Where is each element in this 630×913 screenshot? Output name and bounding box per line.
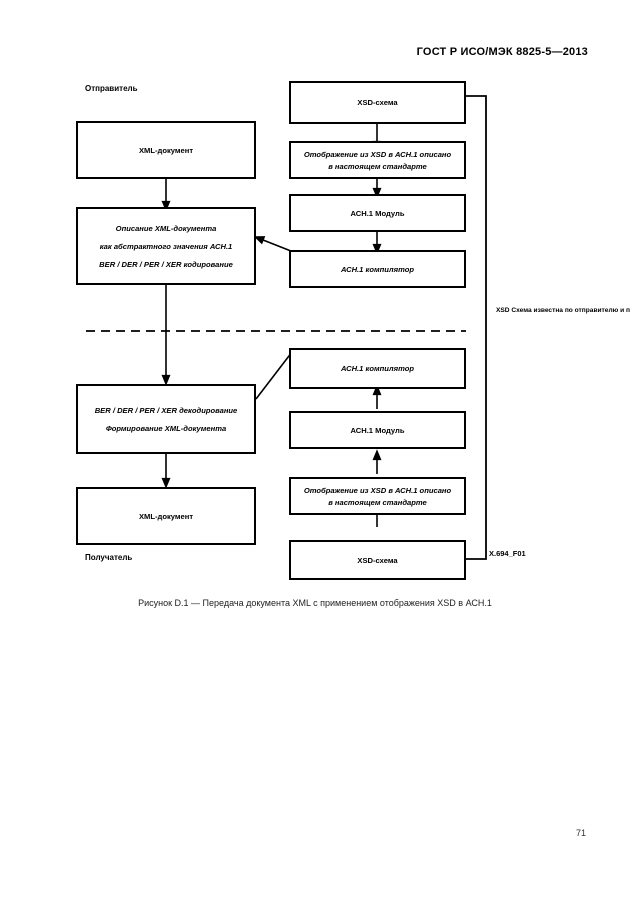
node-xml-document-receiver: XML-документ	[76, 487, 256, 545]
node-asn1-compiler-bottom: АСН.1 компилятор	[289, 348, 466, 389]
node-decode-line1: BER / DER / PER / XER декодирование	[94, 405, 238, 415]
figure-d1: Отправитель Получатель XSD Схема известн…	[76, 81, 630, 580]
node-xsd-schema-top-line1: XSD-схема	[357, 98, 398, 107]
node-asn1-compiler-top-line1: АСН.1 компилятор	[340, 264, 415, 274]
figure-caption: Рисунок D.1 — Передача документа XML с п…	[138, 598, 492, 608]
node-mapping-bottom: Отображение из XSD в АСН.1 описано в нас…	[289, 477, 466, 515]
node-decode: BER / DER / PER / XER декодирование Форм…	[76, 384, 256, 454]
node-xsd-schema-bottom-line1: XSD-схема	[357, 555, 398, 565]
figure-id-label: X.694_F01	[489, 549, 526, 558]
receiver-label: Получатель	[85, 553, 133, 562]
node-xsd-schema-top: XSD-схема	[289, 81, 466, 124]
node-xsd-schema-bottom: XSD-схема	[289, 540, 466, 580]
node-xml-document-sender: XML-документ	[76, 121, 256, 179]
node-mapping-top-line1: Отображение из XSD в АСН.1 описано	[303, 149, 452, 159]
node-asn1-module-top: АСН.1 Модуль	[289, 194, 466, 232]
schema-known-note: XSD Схема известна по отправителю и полу…	[496, 306, 630, 316]
schema-link-bracket	[466, 95, 487, 560]
standard-header: ГОСТ Р ИСО/МЭК 8825-5—2013	[416, 46, 588, 58]
node-mapping-top: Отображение из XSD в АСН.1 описано в нас…	[289, 141, 466, 179]
node-mapping-top-line2: в настоящем стандарте	[328, 161, 427, 171]
arrow-compiler-to-decode	[255, 351, 293, 400]
node-asn1-module-bottom: АСН.1 Модуль	[289, 411, 466, 449]
node-encode: Описание XML-документа как абстрактного …	[76, 207, 256, 285]
node-xml-document-receiver-line1: XML-документ	[138, 511, 194, 521]
node-encode-line2: как абстрактного значения АСН.1	[99, 241, 233, 251]
node-asn1-compiler-top: АСН.1 компилятор	[289, 250, 466, 288]
node-xml-document-sender-line1: XML-документ	[138, 145, 194, 155]
node-mapping-bottom-line1: Отображение из XSD в АСН.1 описано	[303, 485, 452, 495]
node-asn1-module-bottom-line1: АСН.1 Модуль	[350, 425, 405, 435]
schema-note-line4: и получателю	[620, 307, 630, 314]
schema-note-line2: известна	[533, 307, 563, 314]
node-encode-line3: BER / DER / PER / XER кодирование	[99, 259, 233, 269]
node-asn1-module-top-line1: АСН.1 Модуль	[350, 208, 405, 218]
page-number: 71	[575, 828, 586, 838]
schema-note-line1: XSD Схема	[496, 307, 532, 314]
node-mapping-bottom-line2: в настоящем стандарте	[328, 497, 427, 507]
node-encode-line1: Описание XML-документа	[115, 223, 217, 233]
sender-label: Отправитель	[85, 84, 138, 93]
node-decode-line2: Формирование XML-документа	[105, 423, 227, 433]
schema-note-line3: по отправителю	[564, 307, 619, 314]
node-asn1-compiler-bottom-line1: АСН.1 компилятор	[340, 364, 415, 373]
